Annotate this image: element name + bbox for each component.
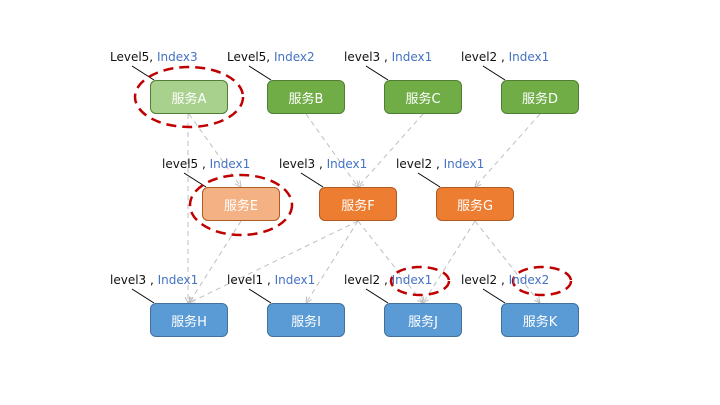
index-text: Index1 [508,50,550,64]
service-node-g[interactable]: 服务G [436,187,514,221]
node-annotation: level3 , Index1 [279,157,367,171]
edge-c-f [358,113,424,187]
level-text: level3 , [344,50,392,64]
index-text: Index1 [209,157,251,171]
highlight-circle-j-index [389,265,451,297]
leader-line [365,288,389,304]
leader-line [482,288,506,304]
leader-line [300,172,324,188]
node-annotation: level2 , Index1 [344,273,432,287]
leader-line [248,65,272,81]
level-text: level2 , [396,157,444,171]
service-node-f[interactable]: 服务F [319,187,397,221]
node-annotation: level5 , Index1 [162,157,250,171]
index-text: Index1 [443,157,485,171]
service-node-c[interactable]: 服务C [384,80,462,114]
level-text: level1 , [227,273,275,287]
index-text: Index1 [326,157,368,171]
leader-line [365,65,389,81]
index-text: Index1 [391,273,433,287]
leader-line [482,65,506,81]
service-node-i[interactable]: 服务I [267,303,345,337]
service-label: 服务K [522,314,558,330]
index-text: Index1 [391,50,433,64]
node-annotation: level3 , Index1 [110,273,198,287]
service-node-h[interactable]: 服务H [150,303,228,337]
leader-line [248,288,272,304]
level-text: Level5, [227,50,274,64]
highlight-circle-a [133,65,245,129]
service-label: 服务E [223,198,259,214]
service-node-e[interactable]: 服务E [202,187,280,221]
service-label: 服务G [456,198,494,214]
edge-e-h [189,220,242,303]
service-label: 服务F [341,198,375,214]
service-node-j[interactable]: 服务J [384,303,462,337]
highlight-circle-e [188,173,294,237]
leader-line [417,172,441,188]
service-label: 服务I [291,314,321,330]
service-label: 服务A [171,91,207,107]
level-text: level5 , [162,157,210,171]
level-text: Level5, [110,50,157,64]
level-text: level3 , [110,273,158,287]
edge-b-f [305,113,358,187]
level-text: level3 , [279,157,327,171]
service-label: 服务C [405,91,441,107]
service-label: 服务B [288,91,324,107]
leader-line [131,288,155,304]
edge-g-j [423,220,476,303]
service-node-a[interactable]: 服务A [150,80,228,114]
index-text: Index3 [156,50,198,64]
level-text: level2 , [461,273,509,287]
index-text: Index1 [157,273,199,287]
node-annotation: level1 , Index1 [227,273,315,287]
node-annotation: level3 , Index1 [344,50,432,64]
service-node-b[interactable]: 服务B [267,80,345,114]
index-text: Index2 [508,273,550,287]
edge-f-h [189,220,359,303]
level-text: level2 , [344,273,392,287]
service-label: 服务H [171,314,207,330]
level-text: level2 , [461,50,509,64]
edge-f-i [306,220,359,303]
leader-line [131,65,155,81]
node-annotation: level2 , Index1 [461,50,549,64]
highlight-circle-k-index [511,265,573,297]
service-label: 服务D [521,91,558,107]
service-node-k[interactable]: 服务K [501,303,579,337]
service-node-d[interactable]: 服务D [501,80,579,114]
index-text: Index2 [273,50,315,64]
node-annotation: Level5, Index2 [227,50,315,64]
index-text: Index1 [274,273,316,287]
edge-d-g [475,113,541,187]
node-annotation: Level5, Index3 [110,50,198,64]
service-label: 服务J [408,314,438,330]
node-annotation: level2 , Index1 [396,157,484,171]
node-annotation: level2 , Index2 [461,273,549,287]
